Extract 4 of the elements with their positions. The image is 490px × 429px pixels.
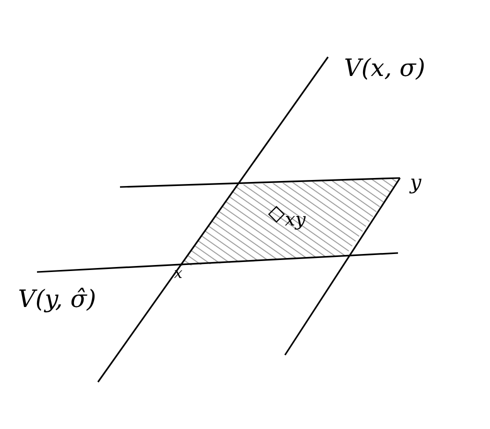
line-label: V(x, σ) <box>344 56 426 80</box>
point-label: y <box>410 172 422 192</box>
region-label: ◇$_{xy}$ <box>268 203 306 230</box>
line-label: V(y, σ̂) <box>18 287 96 311</box>
